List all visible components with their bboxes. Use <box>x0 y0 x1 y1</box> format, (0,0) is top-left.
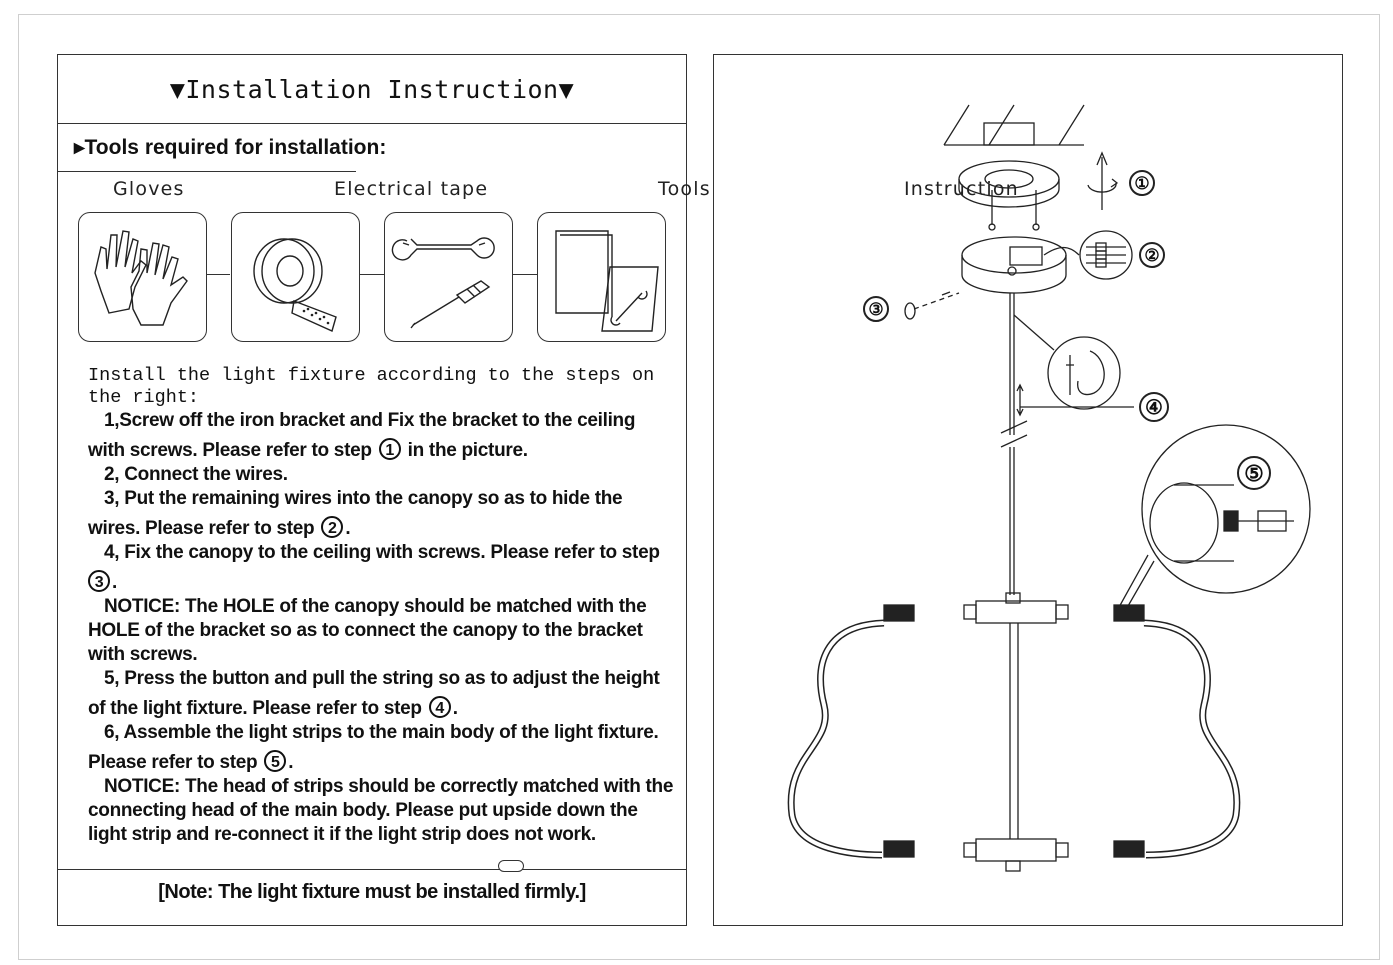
light-strip-left-icon <box>787 604 915 859</box>
notice-2-text-cont: connecting head of the main body. Please… <box>88 800 638 821</box>
callout-1: ① <box>1134 174 1149 193</box>
step-5-ref-text: of the light fixture. Please refer to st… <box>88 698 422 719</box>
diagram-panel: ① ② ③ ④ ⑤ <box>713 54 1343 926</box>
step-1-text: 1,Screw off the iron bracket and Fix the… <box>104 410 636 431</box>
step-6-ref-text: Please refer to step <box>88 752 258 773</box>
page-frame <box>18 14 1380 960</box>
button-detail-icon <box>1013 314 1134 410</box>
notice-2-text-end: light strip and re-connect it if the lig… <box>88 824 596 845</box>
main-body-icon <box>963 592 1069 872</box>
step-3-text-cont: wires. Please refer to step 2. <box>88 516 351 539</box>
step-6-text-cont: Please refer to step 5. <box>88 750 294 773</box>
step-3-text: 3, Put the remaining wires into the cano… <box>104 488 623 509</box>
screw-icon <box>904 291 960 320</box>
callout-5: ⑤ <box>1244 461 1264 486</box>
instruction-icon <box>537 212 666 342</box>
notice-2-text: NOTICE: The head of strips should be cor… <box>104 776 674 797</box>
step-callout-labels: ① ② ③ ④ ⑤ <box>868 174 1263 486</box>
step-marker-4: 4 <box>428 696 451 718</box>
divider-ornament <box>498 860 524 872</box>
step-1-ref-text: with screws. Please refer to step <box>88 440 372 461</box>
step-1-text-cont: with screws. Please refer to step 1 in t… <box>88 438 678 463</box>
canopy-icon <box>961 236 1080 294</box>
callout-2: ② <box>1144 246 1159 265</box>
step-marker-2: 2 <box>321 516 344 538</box>
step-2-text: 2, Connect the wires. <box>104 464 288 485</box>
rotation-arrow-icon <box>1087 151 1119 210</box>
tool-label-gloves: Gloves <box>113 178 185 200</box>
tool-label-tools: Tools <box>658 178 711 200</box>
step-6-text: 6, Assemble the light strips to the main… <box>104 722 659 743</box>
suspension-cable-icon <box>1000 293 1028 595</box>
step-marker-3: 3 <box>88 570 110 592</box>
tool-connector <box>511 274 537 275</box>
installation-note: [Note: The light fixture must be install… <box>158 881 586 903</box>
step-1-tail: in the picture. <box>407 440 528 461</box>
bracket-icon <box>958 160 1060 231</box>
tools-heading: ▸Tools required for installation: <box>74 136 387 159</box>
intro-text: Install the light fixture according to t… <box>88 365 655 408</box>
tools-divider <box>58 171 356 172</box>
instruction-panel: ▼Installation Instruction▼ ▸Tools requir… <box>57 54 1018 926</box>
tool-connector <box>205 274 230 275</box>
step-4-text-cont: 3. <box>88 570 678 595</box>
step-marker-5: 5 <box>264 750 287 772</box>
page-title: ▼Installation Instruction▼ <box>58 55 686 124</box>
notice-1-text-cont: HOLE of the bracket so as to connect the… <box>88 620 643 641</box>
installation-diagram: ① ② ③ ④ ⑤ <box>787 104 1311 872</box>
step-5-text-cont: of the light fixture. Please refer to st… <box>88 696 458 719</box>
notice-1-text: NOTICE: The HOLE of the canopy should be… <box>104 596 647 617</box>
bottom-divider <box>58 869 686 870</box>
strip-connector-detail-icon <box>1117 424 1311 614</box>
step-callouts <box>863 170 1271 490</box>
callout-3: ③ <box>868 300 883 319</box>
ceiling-icon <box>943 104 1085 146</box>
wire-connector-icon <box>1079 230 1133 280</box>
steps-list: 1,Screw off the iron bracket and Fix the… <box>88 409 678 847</box>
tool-label-electrical-tape: Electrical tape <box>334 178 489 200</box>
step-marker-1: 1 <box>378 438 401 460</box>
step-4-text: 4, Fix the canopy to the ceiling with sc… <box>104 542 660 563</box>
tool-connector <box>358 274 384 275</box>
step-5-text: 5, Press the button and pull the string … <box>104 668 660 689</box>
electrical-tape-icon <box>231 212 360 342</box>
tools-icon <box>384 212 513 342</box>
callout-4: ④ <box>1145 397 1163 419</box>
notice-1-text-end: with screws. <box>88 644 198 665</box>
gloves-icon <box>78 212 207 342</box>
light-strip-right-icon <box>1113 604 1241 859</box>
step-3-ref-text: wires. Please refer to step <box>88 518 315 539</box>
